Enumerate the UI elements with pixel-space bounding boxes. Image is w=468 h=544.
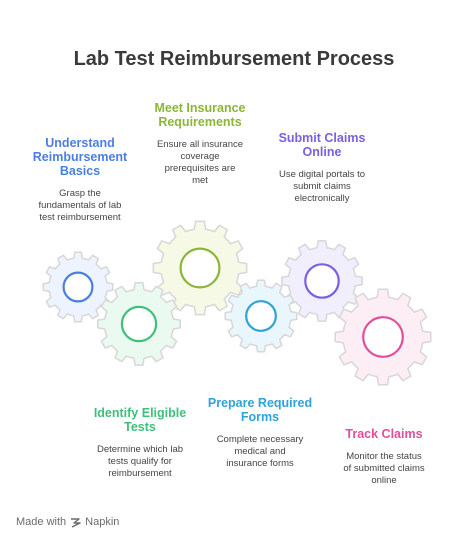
gear-track-claims bbox=[334, 288, 432, 386]
step-heading: Identify Eligible Tests bbox=[93, 406, 187, 434]
napkin-brand: Napkin bbox=[85, 516, 120, 528]
step-heading: Submit Claims Online bbox=[278, 131, 366, 159]
step-prepare-forms: Prepare Required Forms Complete necessar… bbox=[200, 396, 320, 470]
step-description: Complete necessary medical and insurance… bbox=[216, 434, 304, 469]
step-heading: Track Claims bbox=[345, 427, 423, 441]
gear-hub bbox=[245, 300, 277, 332]
gear-hub bbox=[120, 305, 158, 343]
footer-attribution: Made with Napkin bbox=[16, 516, 119, 528]
step-understand-basics: Understand Reimbursement Basics Grasp th… bbox=[20, 136, 140, 224]
step-meet-requirements: Meet Insurance Requirements Ensure all i… bbox=[140, 101, 260, 187]
diagram-title: Lab Test Reimbursement Process bbox=[73, 48, 395, 70]
step-track-claims: Track Claims Monitor the status of submi… bbox=[324, 427, 444, 487]
step-identify-tests: Identify Eligible Tests Determine which … bbox=[80, 406, 200, 480]
napkin-logo-icon bbox=[71, 517, 81, 528]
gear-understand-reimbursement-basics bbox=[42, 251, 114, 323]
gear-meet-insurance-requirements bbox=[152, 220, 248, 316]
gear-identify-eligible-tests bbox=[97, 282, 181, 366]
gear-prepare-required-forms bbox=[224, 279, 298, 353]
gear-submit-claims-online bbox=[281, 240, 363, 322]
gear-hub bbox=[62, 271, 94, 303]
step-heading: Meet Insurance Requirements bbox=[154, 101, 246, 129]
step-heading: Understand Reimbursement Basics bbox=[32, 136, 128, 178]
step-description: Use digital portals to submit claims ele… bbox=[278, 169, 366, 204]
gear-hub bbox=[304, 263, 340, 299]
step-description: Determine which lab tests qualify for re… bbox=[96, 444, 184, 479]
step-description: Ensure all insurance coverage prerequisi… bbox=[156, 139, 244, 186]
step-heading: Prepare Required Forms bbox=[207, 396, 313, 424]
step-description: Monitor the status of submitted claims o… bbox=[343, 451, 425, 486]
step-submit-claims: Submit Claims Online Use digital portals… bbox=[262, 131, 382, 205]
made-with-label: Made with bbox=[16, 516, 67, 528]
gear-hub bbox=[362, 316, 404, 358]
step-description: Grasp the fundamentals of lab test reimb… bbox=[38, 188, 122, 223]
gear-hub bbox=[179, 247, 221, 289]
